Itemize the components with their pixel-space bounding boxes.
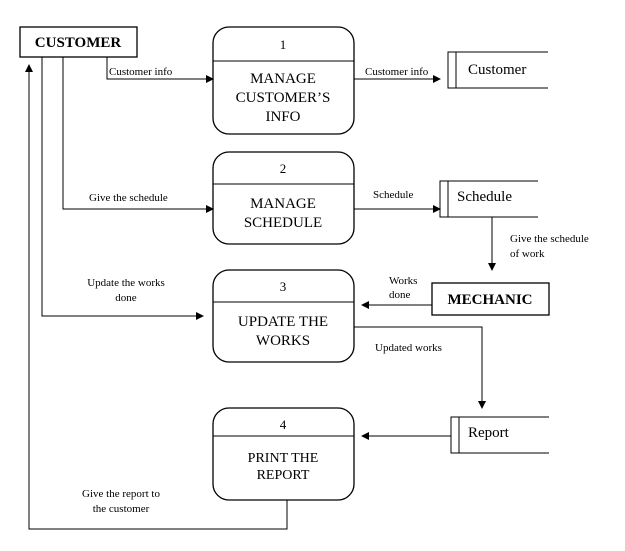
flow-report-to-customer: Give the report to the customer xyxy=(25,64,288,530)
process-2-title-line-1: MANAGE xyxy=(250,196,316,212)
process-4-number: 4 xyxy=(280,417,287,432)
flow-updated-works: Updated works xyxy=(354,326,486,409)
report-store-label: Report xyxy=(468,425,510,441)
process-2[interactable]: 2 MANAGE SCHEDULE xyxy=(212,151,355,245)
flow-customer-info-in-label: Customer info xyxy=(109,66,173,78)
mechanic-entity[interactable]: MECHANIC xyxy=(431,282,550,316)
process-4[interactable]: 4 PRINT THE REPORT xyxy=(212,407,355,501)
process-1-title-line-1: MANAGE xyxy=(250,71,316,87)
flow-update-works-label-1: Update the works xyxy=(87,277,165,289)
mechanic-entity-label: MECHANIC xyxy=(448,292,533,308)
process-4-title-line-2: REPORT xyxy=(257,468,310,483)
report-store[interactable]: Report xyxy=(450,416,549,454)
flow-customer-info-out: Customer info xyxy=(354,66,441,83)
flow-schedule-out: Schedule xyxy=(354,189,441,213)
flow-works-done-label-2: done xyxy=(389,289,411,301)
flow-schedule-of-work-label-1: Give the schedule xyxy=(510,233,589,245)
process-1-title-line-3: INFO xyxy=(265,109,300,125)
customer-entity-label: CUSTOMER xyxy=(35,35,122,51)
customer-entity[interactable]: CUSTOMER xyxy=(19,26,138,58)
flow-schedule-of-work-label-2: of work xyxy=(510,248,545,260)
flow-update-works-label-2: done xyxy=(115,292,137,304)
customer-store[interactable]: Customer xyxy=(447,51,548,89)
process-3-title-line-2: WORKS xyxy=(256,333,310,349)
flow-report-to-customer-label-2: the customer xyxy=(93,503,150,515)
flow-give-schedule: Give the schedule xyxy=(62,57,214,213)
flow-give-schedule-label: Give the schedule xyxy=(89,192,168,204)
flow-update-works: Update the works done xyxy=(41,57,204,320)
process-4-title-line-1: PRINT THE xyxy=(248,451,319,466)
customer-store-label: Customer xyxy=(468,62,526,78)
schedule-store-label: Schedule xyxy=(457,189,512,205)
process-2-number: 2 xyxy=(280,161,287,176)
flow-schedule-of-work: Give the schedule of work xyxy=(488,217,589,271)
flow-works-done: Works done xyxy=(361,275,432,309)
schedule-store[interactable]: Schedule xyxy=(439,180,538,218)
process-1-number: 1 xyxy=(280,37,287,52)
process-3-title-line-1: UPDATE THE xyxy=(238,314,328,330)
process-3-number: 3 xyxy=(280,279,287,294)
flow-works-done-label-1: Works xyxy=(389,275,417,287)
process-1-title-line-2: CUSTOMER’S xyxy=(236,90,331,106)
flow-updated-works-label: Updated works xyxy=(375,342,442,354)
flow-customer-info-out-label: Customer info xyxy=(365,66,429,78)
process-3[interactable]: 3 UPDATE THE WORKS xyxy=(212,269,355,363)
flow-report-to-customer-label-1: Give the report to xyxy=(82,488,160,500)
process-1[interactable]: 1 MANAGE CUSTOMER’S INFO xyxy=(212,26,355,135)
flow-schedule-out-label: Schedule xyxy=(373,189,413,201)
process-2-title-line-2: SCHEDULE xyxy=(244,215,322,231)
flow-customer-info-in: Customer info xyxy=(106,57,214,83)
